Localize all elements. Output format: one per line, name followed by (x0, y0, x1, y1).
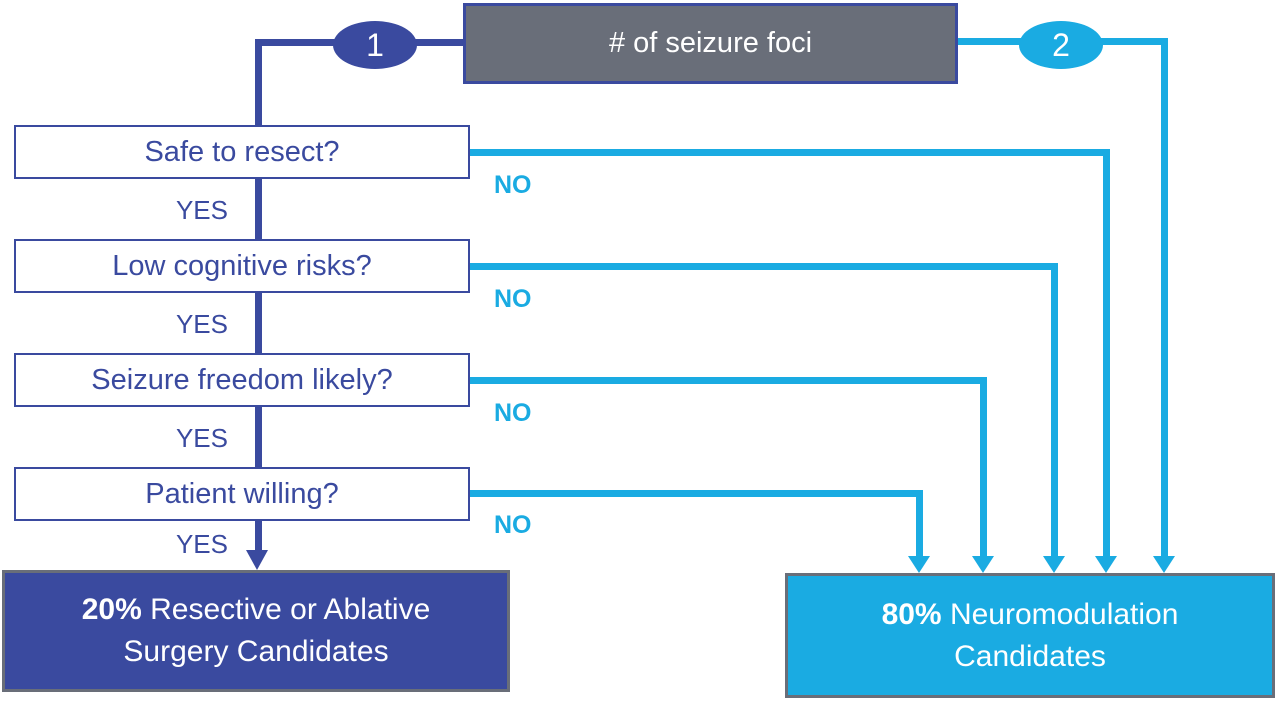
branch-2-badge: 2 (1019, 21, 1103, 69)
question-box-low-cognitive-risks: Low cognitive risks? (14, 239, 470, 293)
connector-no4-vertical (916, 490, 923, 556)
connector-no1-horizontal (468, 149, 1110, 156)
neuromodulation-percent: 80% (881, 597, 942, 631)
connector-no1-vertical (1103, 149, 1110, 556)
yes-label-4: YES (175, 529, 228, 559)
connector-no2-horizontal (468, 263, 1058, 270)
seizure-foci-title-label: # of seizure foci (608, 27, 813, 59)
neuromodulation-outcome-line2: Candidates (954, 639, 1106, 673)
surgery-text: Resective or Ablative (141, 593, 431, 626)
branch-1-badge: 1 (333, 21, 417, 69)
question-box-patient-willing: Patient willing? (14, 467, 470, 521)
connector-no3-vertical (980, 377, 987, 556)
yes-label-3: YES (175, 423, 228, 453)
no-label-4: NO (494, 511, 532, 539)
question-label: Seizure freedom likely? (91, 363, 393, 396)
question-box-safe-to-resect: Safe to resect? (14, 125, 470, 179)
connector-yes-vertical (255, 39, 262, 550)
surgery-outcome-line1: 20% Resective or Ablative (82, 589, 431, 631)
surgery-outcome-box: 20% Resective or Ablative Surgery Candid… (2, 570, 510, 692)
no-label-1: NO (494, 171, 532, 199)
arrow-to-surgery-icon (246, 550, 268, 570)
no-label-3: NO (494, 399, 532, 427)
question-box-seizure-freedom-likely: Seizure freedom likely? (14, 353, 470, 407)
connector-no4-horizontal (468, 490, 923, 497)
arrow-no3-icon (972, 556, 994, 573)
yes-label-2: YES (175, 309, 228, 339)
connector-branch2-vertical (1161, 38, 1168, 556)
branch-2-label: 2 (1052, 26, 1070, 63)
branch-1-label: 1 (366, 26, 384, 63)
no-label-2: NO (494, 285, 532, 313)
arrow-no2-icon (1043, 556, 1065, 573)
seizure-foci-title-box: # of seizure foci (463, 3, 958, 84)
connector-no3-horizontal (468, 377, 987, 384)
arrow-no1-icon (1095, 556, 1117, 573)
neuromodulation-outcome-line1: 80% Neuromodulation (882, 594, 1179, 636)
yes-label-1: YES (175, 195, 228, 225)
arrow-no4-icon (908, 556, 930, 573)
surgery-outcome-line2: Surgery Candidates (123, 635, 389, 668)
neuromodulation-text: Neuromodulation (941, 597, 1179, 631)
question-label: Low cognitive risks? (112, 249, 372, 282)
connector-no2-vertical (1051, 263, 1058, 556)
surgery-percent: 20% (81, 593, 142, 626)
arrow-branch2-to-neuromodulation-icon (1153, 556, 1175, 573)
question-label: Safe to resect? (144, 135, 340, 168)
neuromodulation-outcome-box: 80% Neuromodulation Candidates (785, 573, 1275, 698)
question-label: Patient willing? (145, 477, 339, 510)
